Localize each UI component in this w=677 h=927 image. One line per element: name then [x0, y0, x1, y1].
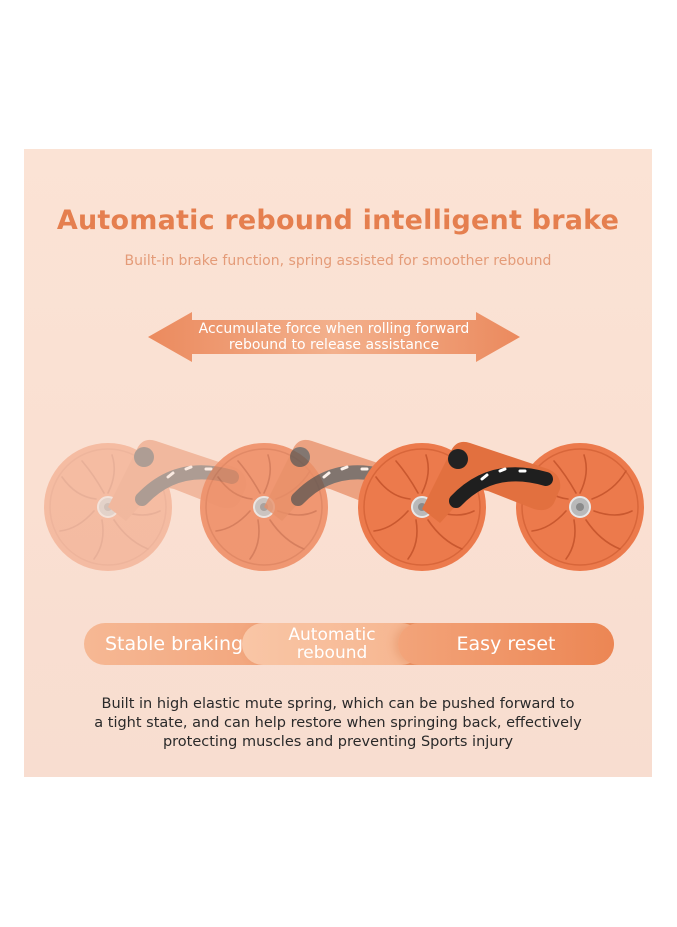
- wheel-illustration: [24, 407, 652, 587]
- page-subtitle: Built-in brake function, spring assisted…: [124, 253, 552, 269]
- arrow-text-line1: Accumulate force when rolling forward: [198, 321, 470, 337]
- double-arrow-banner: Accumulate force when rolling forward re…: [148, 312, 520, 362]
- description-line3: protecting muscles and preventing Sports…: [162, 734, 514, 750]
- stage-automatic-line2: rebound: [296, 643, 368, 663]
- description-line2: a tight state, and can help restore when…: [94, 715, 582, 731]
- arrow-text-line2: rebound to release assistance: [228, 337, 440, 353]
- description: Built in high elastic mute spring, which…: [24, 695, 652, 752]
- double-arrow-icon: [148, 312, 520, 362]
- description-line1: Built in high elastic mute spring, which…: [101, 696, 575, 712]
- page-title: Automatic rebound intelligent brake: [56, 205, 620, 236]
- stage-automatic-rebound: Automatic rebound: [242, 623, 422, 665]
- stage-stable-braking: Stable braking: [104, 633, 244, 655]
- stage-easy-reset: Easy reset: [398, 623, 614, 665]
- product-panel: Automatic rebound intelligent brake Buil…: [24, 149, 652, 777]
- stage-bar: Stable braking Automatic rebound Easy re…: [84, 623, 614, 665]
- stage-automatic-line1: Automatic: [288, 625, 376, 645]
